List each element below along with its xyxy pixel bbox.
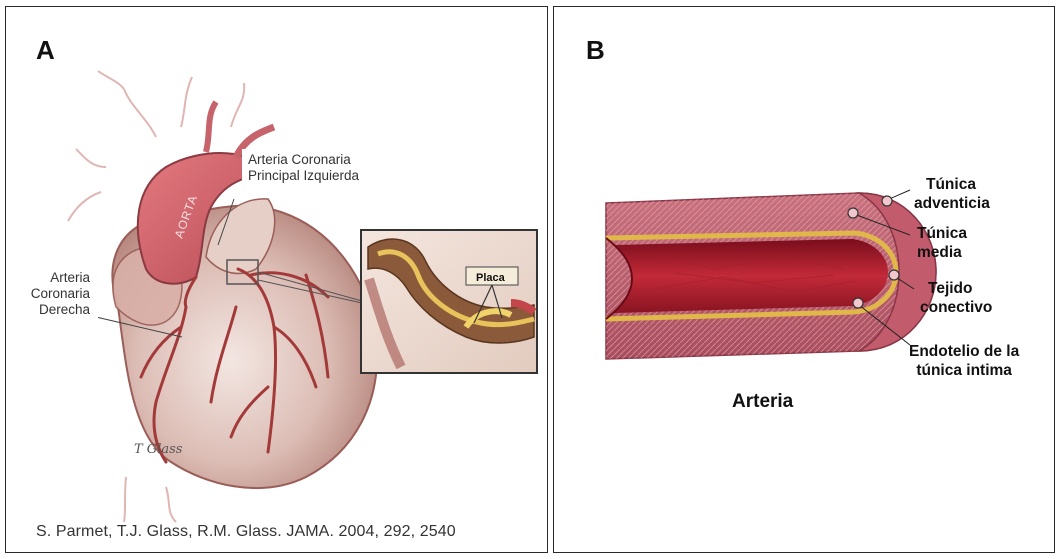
label-tunica-adventicia: Túnica adventicia <box>914 175 990 213</box>
label-conectivo-line1: Tejido <box>920 279 992 298</box>
label-right-line1: Arteria <box>28 270 90 286</box>
label-conectivo-line2: conectivo <box>920 298 992 317</box>
label-adventicia-line2: adventicia <box>914 194 990 213</box>
label-left-main-line1: Arteria Coronaria <box>248 152 359 168</box>
label-endotelio-line2: túnica intima <box>909 361 1019 380</box>
artery-caption: Arteria <box>732 391 793 413</box>
label-adventicia-line1: Túnica <box>914 175 990 194</box>
label-right-line2: Coronaria <box>28 286 90 302</box>
plaque-inset <box>361 230 537 373</box>
label-tejido-conectivo: Tejido conectivo <box>920 279 992 317</box>
signature: T Glass <box>134 442 183 457</box>
citation: S. Parmet, T.J. Glass, R.M. Glass. JAMA.… <box>36 523 456 541</box>
label-left-main-line2: Principal Izquierda <box>248 168 359 184</box>
label-left-main-coronary: Arteria Coronaria Principal Izquierda <box>248 152 359 184</box>
label-media-line1: Túnica <box>917 224 967 243</box>
plaque-label: Placa <box>476 272 506 284</box>
label-right-line3: Derecha <box>28 302 90 318</box>
panel-b-artery: B <box>553 6 1055 553</box>
label-media-line2: media <box>917 243 967 262</box>
aorta-branch <box>206 102 216 152</box>
label-endotelio: Endotelio de la túnica intima <box>909 342 1019 380</box>
panel-a-heart: A <box>5 6 548 553</box>
artery-lumen <box>614 239 888 313</box>
label-endotelio-line1: Endotelio de la <box>909 342 1019 361</box>
label-tunica-media: Túnica media <box>917 224 967 262</box>
label-right-coronary: Arteria Coronaria Derecha <box>28 270 90 318</box>
